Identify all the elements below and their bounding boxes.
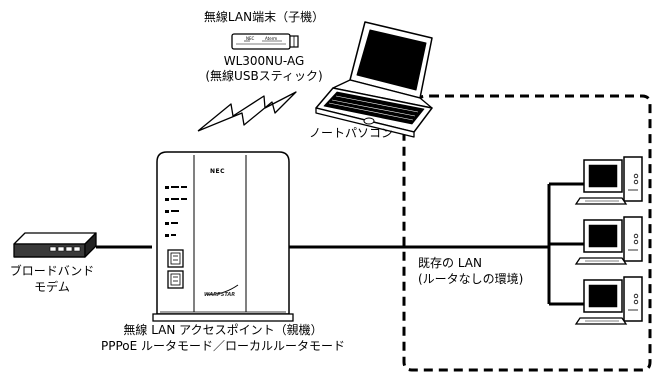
existing-lan-boundary [402,94,652,372]
router-caption-line1: 無線 LAN アクセスポイント（親機） [123,323,323,337]
router-logo: NEC [210,168,226,175]
desktop-pc-icon [574,216,643,265]
router-caption-line2: PPPoE ルータモード／ローカルルータモード [100,339,346,353]
usb-stick-type: (無線USBスティック) [205,69,323,83]
notebook-label: ノートパソコン [309,126,394,140]
router-brand: WARPSTAR [204,292,236,298]
modem-icon [13,232,97,258]
usb-stick-title: 無線LAN端末（子機） [203,10,325,24]
router-icon [152,151,294,322]
usb-stick-print-left: NEC [246,36,255,41]
connection-lines [96,182,585,306]
usb-stick-model: WL300NU-AG [223,54,305,68]
existing-lan-label-line2: (ルータなしの環境) [418,272,524,286]
usb-stick-print-right: Aterm [265,36,278,41]
laptop-icon [315,21,433,138]
desktop-pc-icon [574,156,643,205]
desktop-pc-icon [574,276,643,325]
modem-label-line1: ブロードバンド [9,264,95,278]
existing-lan-label-line1: 既存の LAN [418,256,482,270]
wireless-signal-icon [197,91,297,132]
usb-dongle-icon [231,33,299,50]
modem-label-line2: モデム [34,280,70,294]
